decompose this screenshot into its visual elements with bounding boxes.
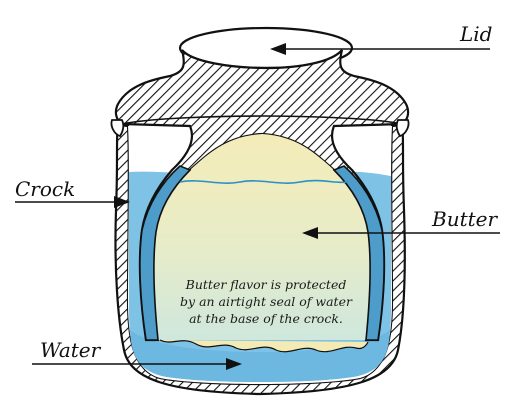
butter-arrow-head [302,227,318,239]
lid-arrow-head [270,43,286,55]
note-line-2: by an airtight seal of water [180,294,353,309]
crock-lip-right [395,119,410,138]
butter-bell [153,134,371,340]
crock-lip-left [110,119,125,138]
lid-rim [121,115,403,125]
crock-arrow-head [114,196,130,208]
bell-wall-right [332,165,385,341]
butter-bottom-edge [159,339,369,353]
water-arrow-head [226,358,242,370]
lid-label: Lid [459,22,492,46]
water-label: Water [40,338,102,362]
note-line-1: Butter flavor is protected [185,277,347,292]
note-line-3: at the base of the crock. [189,311,343,326]
water-base [130,330,390,382]
crock-label: Crock [15,177,75,201]
water-line [179,179,349,184]
butter-label: Butter [431,207,498,231]
bell-wall-left [139,165,192,341]
